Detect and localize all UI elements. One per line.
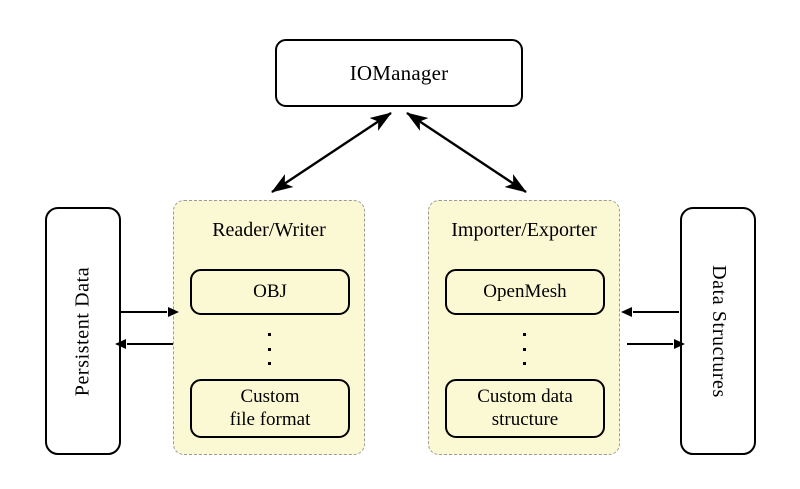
- custom-file-format-line-1: Custom: [240, 386, 300, 408]
- reader-writer-item-obj-label: OBJ: [253, 280, 287, 302]
- ellipsis-dot: [267, 333, 271, 336]
- importer-exporter-item-openmesh[interactable]: OpenMesh: [445, 269, 605, 315]
- persistent-data-node[interactable]: Persistent Data: [45, 207, 121, 455]
- arrow-manager-to-reader-writer: [271, 112, 392, 193]
- custom-data-structure-line-1: Custom data: [477, 386, 573, 408]
- arrow-persistent-data-to-reader-writer: [121, 311, 167, 314]
- reader-writer-ellipsis-icon: [174, 329, 364, 369]
- reader-writer-title: Reader/Writer: [212, 219, 326, 241]
- ellipsis-dot: [267, 362, 271, 365]
- importer-exporter-ellipsis-icon: [429, 329, 619, 369]
- ellipsis-dot: [522, 362, 526, 365]
- ellipsis-dot: [267, 347, 271, 351]
- ellipsis-dot: [522, 347, 526, 351]
- io-manager-label: IOManager: [349, 60, 449, 85]
- reader-writer-item-obj[interactable]: OBJ: [190, 269, 350, 315]
- io-manager-node[interactable]: IOManager: [275, 39, 523, 107]
- reader-writer-item-custom-file-format[interactable]: Custom file format: [190, 379, 350, 438]
- importer-exporter-title: Importer/Exporter: [451, 219, 597, 241]
- arrow-data-structures-to-importer-exporter: [633, 311, 679, 314]
- data-structures-label: Data Structures: [707, 264, 730, 398]
- arrow-importer-exporter-to-data-structures: [627, 343, 673, 346]
- ellipsis-dot: [522, 333, 526, 336]
- importer-exporter-panel[interactable]: Importer/Exporter OpenMesh Custom data s…: [428, 200, 620, 455]
- custom-file-format-line-2: file format: [229, 408, 311, 430]
- reader-writer-panel[interactable]: Reader/Writer OBJ Custom file format: [173, 200, 365, 455]
- data-structures-node[interactable]: Data Structures: [680, 207, 756, 455]
- custom-data-structure-line-2: structure: [491, 408, 559, 430]
- arrow-reader-writer-to-persistent-data: [127, 343, 173, 346]
- importer-exporter-item-openmesh-label: OpenMesh: [483, 280, 567, 302]
- arrow-manager-to-importer-exporter: [406, 112, 527, 193]
- persistent-data-label: Persistent Data: [71, 266, 94, 396]
- importer-exporter-item-custom-data-structure[interactable]: Custom data structure: [445, 379, 605, 438]
